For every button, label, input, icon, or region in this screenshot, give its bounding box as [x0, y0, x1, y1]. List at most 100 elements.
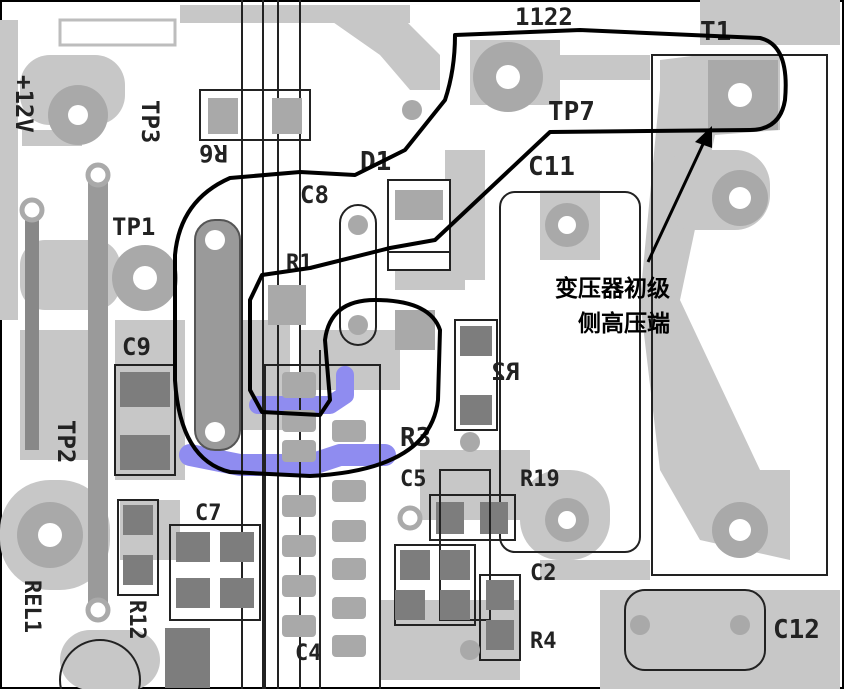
- t1-pin-hole: [729, 187, 751, 209]
- via: [85, 162, 111, 188]
- ic-outline: [264, 364, 381, 689]
- via: [460, 432, 480, 452]
- ic-pad: [282, 495, 316, 517]
- label-t1: T1: [700, 17, 731, 47]
- r6-pad: [272, 98, 302, 134]
- rel1-outline: [59, 639, 141, 689]
- label-c11: C11: [528, 152, 575, 182]
- tp1-hole: [133, 266, 157, 290]
- copper-trace: [180, 5, 410, 23]
- label-1122: 1122: [515, 3, 573, 31]
- label-tp7: TP7: [548, 97, 595, 127]
- c9-outline: [114, 364, 176, 476]
- c12-outline: [624, 589, 766, 671]
- arrow-line: [646, 141, 706, 263]
- c12-pad: [730, 615, 750, 635]
- silkscreen-labels: 1122 T1 TP7 TP3 +12V R6 D1 C8 C11 TP1 R1…: [10, 3, 820, 666]
- highlight-trace: [179, 444, 396, 476]
- ic-pad: [282, 575, 316, 597]
- label-c7: C7: [195, 501, 222, 526]
- copper-pour: [60, 630, 160, 689]
- ic-pad: [332, 520, 366, 542]
- via: [402, 100, 422, 120]
- resistor-hole: [205, 422, 225, 442]
- label-tp1: TP1: [112, 213, 155, 241]
- label-c2: C2: [530, 561, 557, 586]
- c8-pad: [348, 215, 368, 235]
- copper-trace: [330, 20, 440, 90]
- ic-pad: [332, 420, 366, 442]
- r2-outline: [454, 319, 498, 431]
- label-d1: D1: [360, 147, 391, 177]
- via: [460, 640, 480, 660]
- t1-outline: [651, 54, 828, 576]
- d1-square-pad: [395, 310, 435, 350]
- zener-body: [25, 210, 39, 450]
- label-r2: R2: [491, 358, 520, 386]
- resistor-long: [88, 175, 108, 610]
- label-c8: C8: [300, 181, 329, 209]
- c8-pad: [348, 315, 368, 335]
- c2-outline: [394, 544, 476, 626]
- r4-outline: [479, 574, 521, 661]
- pad: [220, 578, 254, 608]
- c11-outline: [499, 191, 641, 553]
- ic-pads: [282, 372, 366, 657]
- pad: [395, 590, 425, 620]
- r2-pad: [460, 395, 492, 425]
- label-c12: C12: [773, 615, 820, 645]
- ic-pad: [282, 372, 316, 398]
- label-12v: +12V: [10, 75, 38, 133]
- ic-pad: [282, 535, 316, 557]
- components: [17, 0, 828, 689]
- ic-pad: [282, 440, 316, 462]
- ic-pad: [332, 480, 366, 502]
- annotation-line2: 侧高压端: [578, 310, 670, 337]
- annotation-arrow: [646, 126, 712, 263]
- label-tp2: TP2: [52, 420, 80, 463]
- r19-pad: [480, 502, 508, 534]
- highlighted-traces: [179, 366, 396, 476]
- label-r6: R6: [199, 139, 228, 167]
- tp3-hole: [68, 105, 88, 125]
- pad: [165, 628, 210, 688]
- copper-pour: [0, 20, 18, 320]
- c7-outline: [169, 524, 261, 621]
- label-r4: R4: [530, 629, 557, 654]
- r1-pad: [268, 285, 306, 325]
- r6-pad: [208, 98, 238, 134]
- label-r12: R12: [124, 600, 149, 640]
- r12-outline: [117, 499, 159, 596]
- ic-pad: [282, 615, 316, 637]
- copper-pour: [600, 590, 840, 689]
- connector-outline: [58, 18, 177, 47]
- c9-pad: [120, 435, 170, 470]
- via: [19, 197, 45, 223]
- r12-pad: [123, 555, 153, 585]
- r12-pad: [123, 505, 153, 535]
- arrow-head: [695, 126, 712, 148]
- r4-pad: [486, 620, 514, 650]
- copper-trace: [445, 150, 485, 280]
- ic-pad: [332, 635, 366, 657]
- r2-pad: [460, 326, 492, 356]
- via: [397, 505, 423, 531]
- label-tp3: TP3: [136, 100, 164, 143]
- label-r3: R3: [400, 423, 431, 453]
- c7-pad: [220, 532, 254, 562]
- ic-pad: [332, 558, 366, 580]
- label-c4: C4: [295, 641, 322, 666]
- r19-outline: [429, 494, 516, 541]
- label-r19: R19: [520, 467, 560, 492]
- label-c5: C5: [400, 467, 427, 492]
- resistor-hole: [205, 230, 225, 250]
- annotation-line1: 变压器初级: [555, 275, 670, 302]
- pad: [176, 578, 210, 608]
- t1-pin-hole: [729, 519, 751, 541]
- c9-pad: [120, 372, 170, 407]
- d1-pad: [395, 190, 443, 220]
- hv-loop-outline: [173, 28, 788, 478]
- c7-pad: [176, 532, 210, 562]
